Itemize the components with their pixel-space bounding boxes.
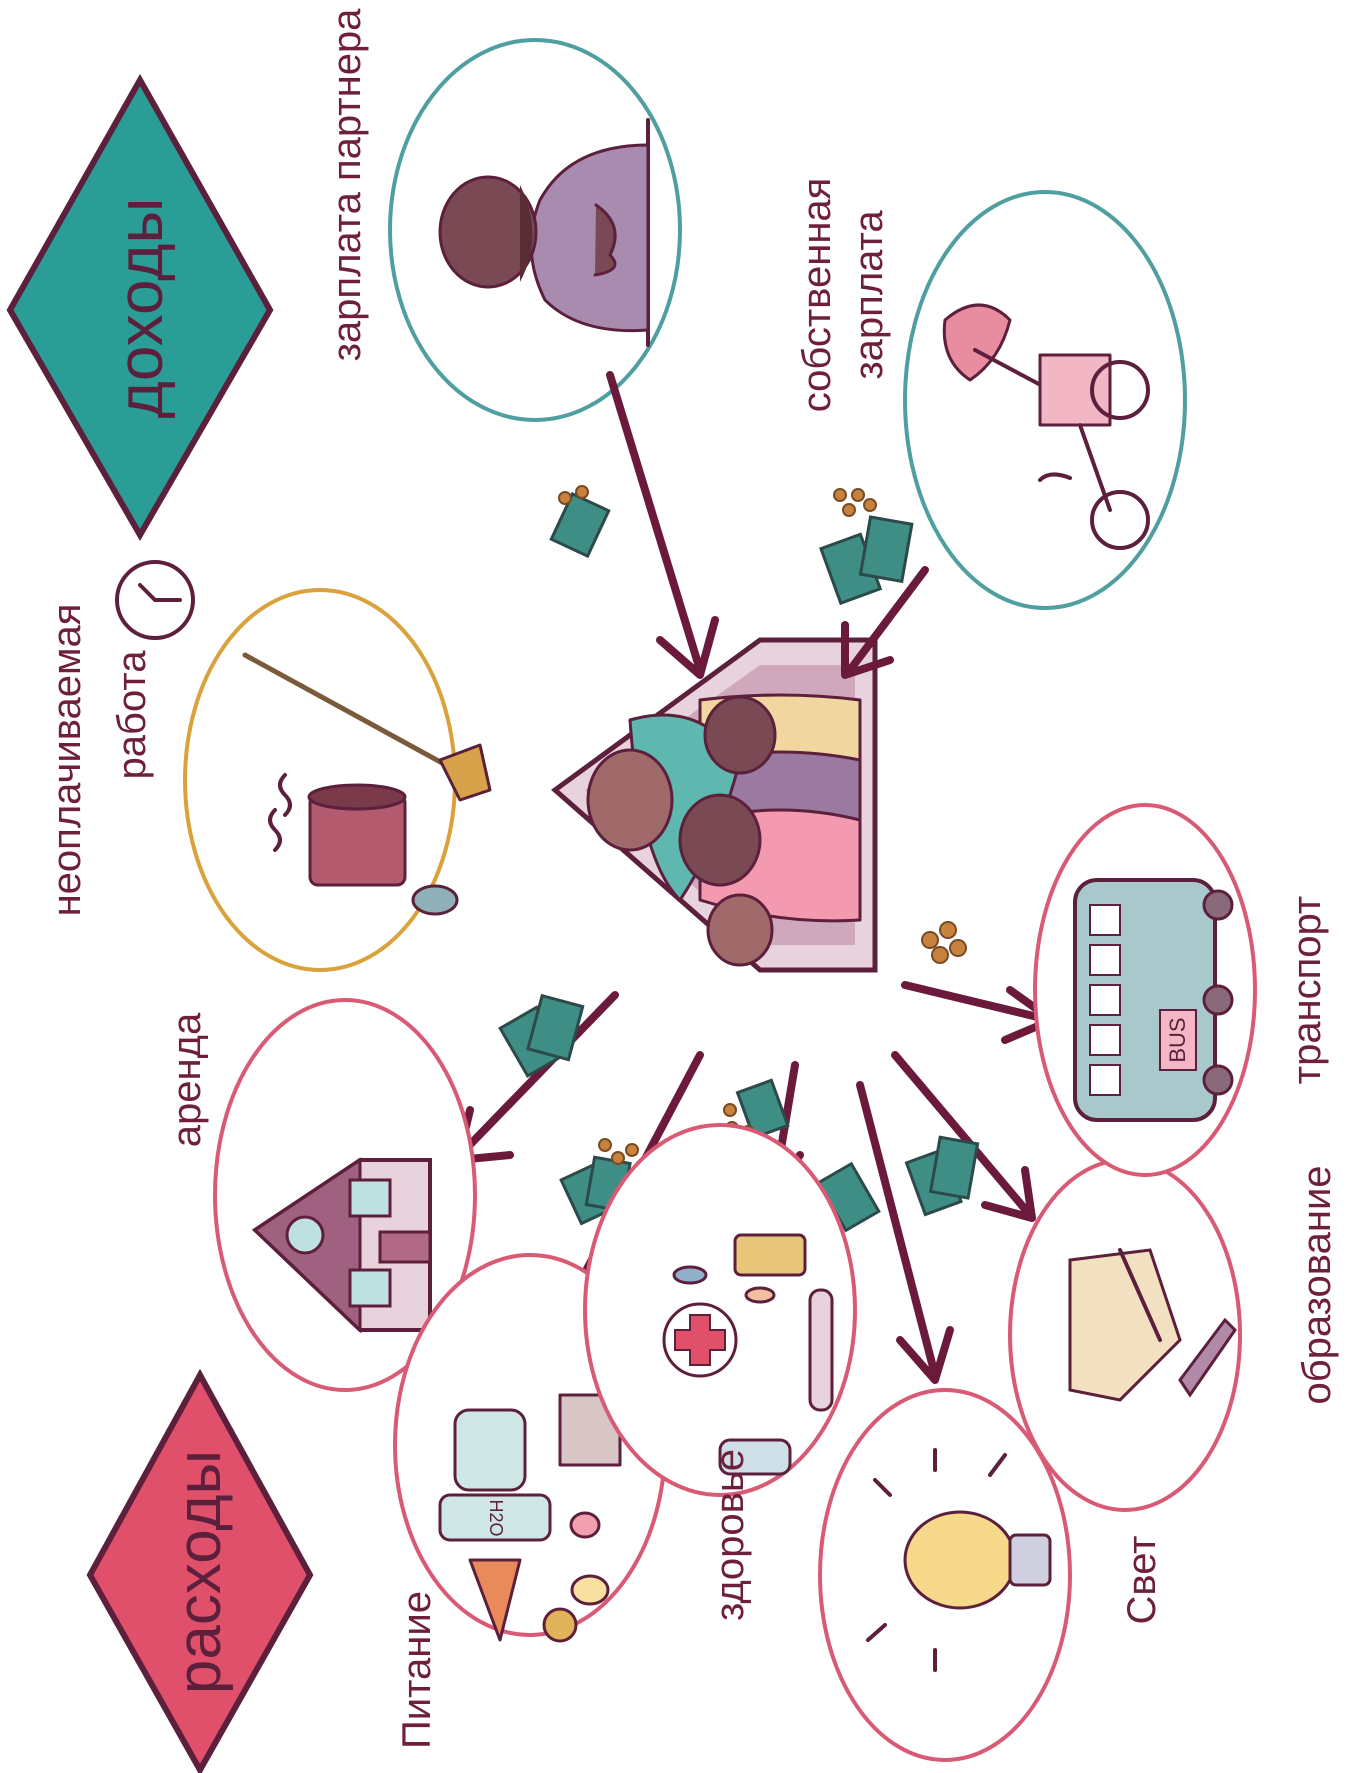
family-illustration <box>586 693 862 967</box>
partner-salary-label: зарплата партнера <box>325 8 369 362</box>
expense-title: расходы <box>165 1450 234 1694</box>
family-house <box>551 637 878 973</box>
svg-text:собственная: собственная <box>795 178 839 413</box>
own-salary-label: собственная зарплата <box>795 178 891 413</box>
medicine-illustration <box>662 1233 834 1476</box>
svg-text:неоплачиваемая: неоплачиваемая <box>45 604 89 917</box>
arrow-partner-to-home <box>606 371 719 679</box>
bus-icon: BUS <box>1073 878 1234 1122</box>
partner-illustration <box>438 118 650 347</box>
groceries-illustration: H2O <box>438 1393 622 1643</box>
ice-cream-cart-illustration <box>942 303 1150 550</box>
book-icon <box>1068 1248 1237 1402</box>
income-diamond: доходы <box>6 73 274 541</box>
unpaid-work-bubble: неоплачиваемая работа <box>45 560 492 972</box>
unpaid-work-label: неоплачиваемая работа <box>45 604 154 917</box>
light-bubble: Свет <box>818 1388 1164 1762</box>
bus-label: BUS <box>1165 1017 1190 1062</box>
clock-icon <box>115 560 195 640</box>
svg-text:зарплата: зарплата <box>847 210 891 380</box>
partner-salary-bubble: зарплата партнера <box>325 8 682 422</box>
money-icon <box>819 488 914 606</box>
arrow-home-to-light <box>856 1081 954 1384</box>
income-title: доходы <box>104 197 176 418</box>
transport-bubble: BUS транспорт <box>1033 803 1329 1177</box>
household-illustration <box>242 652 492 916</box>
money-icon <box>904 1135 980 1217</box>
water-label: H2O <box>486 1499 506 1536</box>
food-bubble: H2O Питание <box>393 1253 667 1749</box>
money-icon <box>549 485 611 559</box>
house-icon <box>251 1157 432 1334</box>
education-bubble: образование <box>1008 1158 1339 1512</box>
own-salary-bubble: собственная зарплата <box>795 178 1187 610</box>
coin-icon <box>921 921 967 964</box>
food-label: Питание <box>395 1591 439 1749</box>
arrow-home-to-transport <box>901 981 1056 1044</box>
light-bulb-icon <box>866 1448 1052 1672</box>
health-bubble: здоровье <box>583 1123 857 1621</box>
rent-bubble: аренда <box>165 998 477 1392</box>
expense-diamond: расходы <box>86 1368 314 1773</box>
money-icon <box>498 993 585 1079</box>
arrow-home-to-education <box>891 1051 1036 1222</box>
svg-text:работа: работа <box>110 650 154 780</box>
light-label: Свет <box>1120 1536 1164 1625</box>
transport-label: транспорт <box>1285 896 1329 1085</box>
health-label: здоровье <box>708 1449 752 1621</box>
education-label: образование <box>1295 1165 1339 1404</box>
rent-label: аренда <box>165 1012 209 1147</box>
arrow-own-to-home <box>841 566 929 679</box>
